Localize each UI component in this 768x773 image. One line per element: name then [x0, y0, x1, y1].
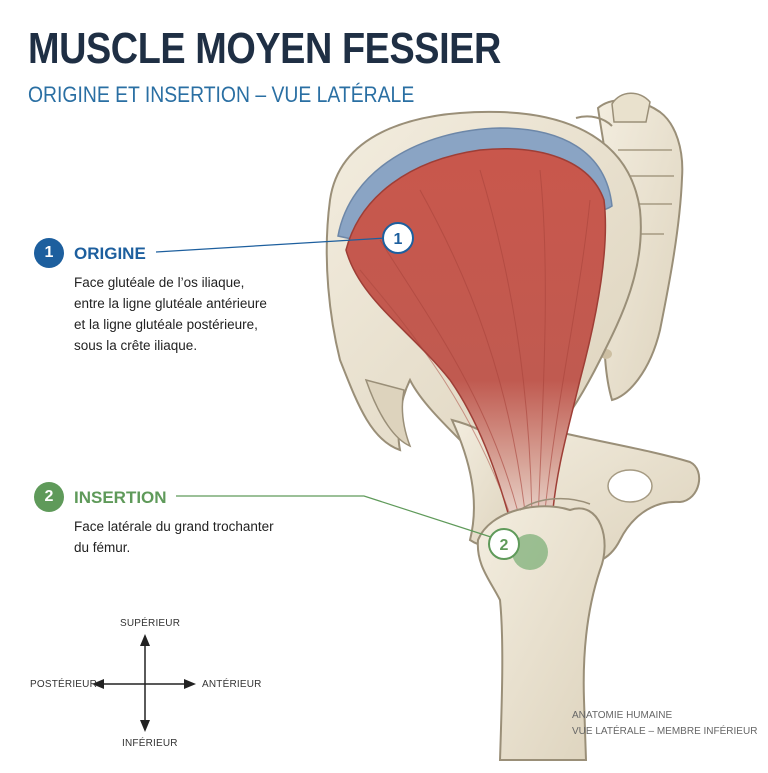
insertion-title: INSERTION [74, 488, 167, 508]
origin-line: et la ligne glutéale postérieure, [74, 314, 267, 335]
direction-superior: SUPÉRIEUR [120, 618, 180, 629]
origin-line: entre la ligne glutéale antérieure [74, 293, 267, 314]
insertion-description: Face latérale du grand trochanter du fém… [74, 516, 274, 558]
origin-line: Face glutéale de l’os iliaque, [74, 272, 267, 293]
origin-line: sous la crête iliaque. [74, 335, 267, 356]
origin-badge: 1 [34, 238, 64, 268]
arrow-up-icon [140, 634, 150, 646]
insertion-badge: 2 [34, 482, 64, 512]
footer-line-2: VUE LATÉRALE – MEMBRE INFÉRIEUR [572, 724, 757, 740]
origin-title: ORIGINE [74, 244, 146, 264]
arrow-down-icon [140, 720, 150, 732]
insertion-line: du fémur. [74, 537, 274, 558]
insertion-line: Face latérale du grand trochanter [74, 516, 274, 537]
insertion-marker-number: 2 [500, 537, 509, 554]
footer-caption: ANATOMIE HUMAINE VUE LATÉRALE – MEMBRE I… [572, 708, 757, 740]
orientation-compass [92, 634, 196, 732]
direction-posterior: POSTÉRIEUR [30, 679, 97, 690]
footer-line-1: ANATOMIE HUMAINE [572, 708, 757, 724]
origin-description: Face glutéale de l’os iliaque, entre la … [74, 272, 267, 356]
page-subtitle: ORIGINE ET INSERTION – VUE LATÉRALE [28, 82, 414, 108]
origin-marker-number: 1 [394, 231, 403, 248]
page-title: MUSCLE MOYEN FESSIER [28, 24, 501, 74]
direction-inferior: INFÉRIEUR [122, 738, 178, 749]
direction-anterior: ANTÉRIEUR [202, 679, 262, 690]
arrow-right-icon [184, 679, 196, 689]
